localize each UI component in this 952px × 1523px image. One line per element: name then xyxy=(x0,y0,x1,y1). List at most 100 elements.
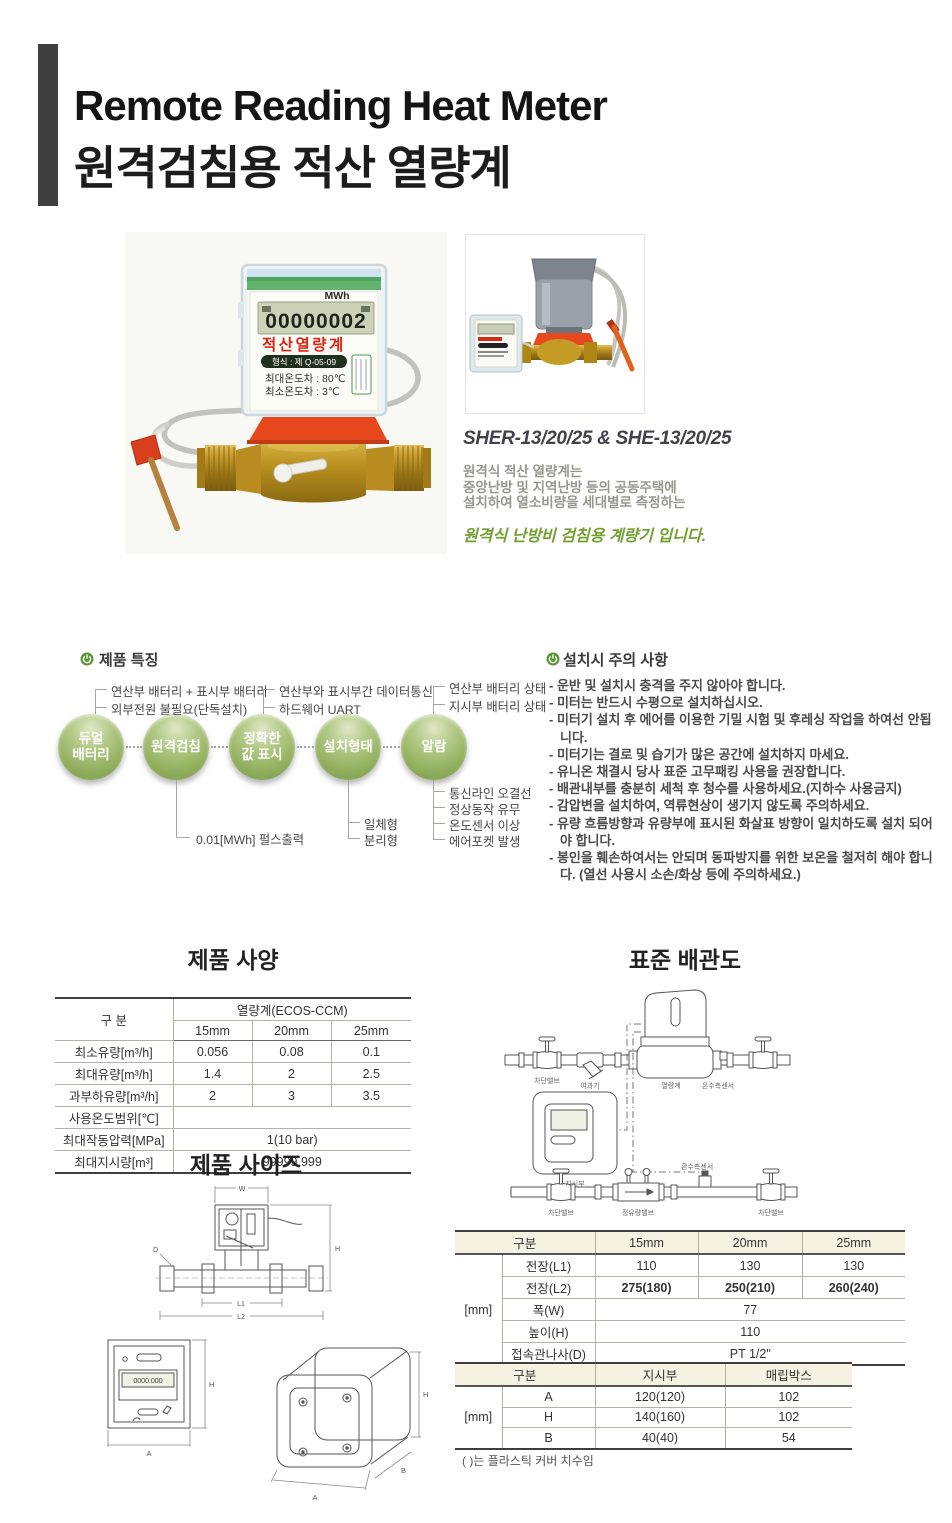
model-numbers: SHER-13/20/25 & SHE-13/20/25 xyxy=(463,428,732,449)
side-sticker xyxy=(351,354,372,395)
callout-line xyxy=(433,704,445,705)
callout-line xyxy=(433,823,445,824)
precautions-list: - 운반 및 설치시 충격을 주지 않아야 합니다. - 미터는 반드시 수평으… xyxy=(549,677,943,883)
cell: 3.5 xyxy=(330,1084,412,1107)
size-header: 15mm xyxy=(173,1020,253,1041)
dim-label-h: H xyxy=(209,1380,214,1389)
row-label: 전장(L2) xyxy=(502,1276,596,1299)
feature-callout: 연산부와 표시부간 데이터통신 xyxy=(279,685,433,699)
callout-line xyxy=(348,838,360,839)
header-accent-bar xyxy=(38,44,58,206)
feature-callout: 지시부 배터리 상태 xyxy=(449,700,547,714)
spec-col-group: 구 분 xyxy=(55,997,174,1041)
table-row: 구분 15mm 20mm 25mm xyxy=(455,1230,906,1255)
product-description: 원격식 적산 열량계는 중앙난방 및 지역난방 등의 공동주택에 설치하여 열소… xyxy=(463,464,685,511)
row-label: 높이(H) xyxy=(502,1320,596,1343)
page-title-ko: 원격검침용 적산 열량계 xyxy=(74,142,512,194)
unit-cell: [mm] xyxy=(455,1385,503,1449)
piping-title: 표준 배관도 xyxy=(628,947,742,973)
row-label: 과부하유량[m³/h] xyxy=(55,1084,174,1107)
description-line: 중앙난방 및 지역난방 등의 공동주택에 xyxy=(463,479,677,495)
cell: 250(210) xyxy=(697,1276,803,1299)
feature-callout: 0.01[MWh] 펄스출력 xyxy=(196,833,305,847)
heat-meter-illustration: MWh 00000002 적산열량계 형식 : 제 Q-05-09 최대온도차 … xyxy=(125,232,447,554)
unit-cell: [mm] xyxy=(455,1253,503,1366)
cell: 0.08 xyxy=(251,1040,332,1063)
cell: 0.056 xyxy=(172,1040,253,1063)
cell: 275(180) xyxy=(594,1276,699,1299)
col-header: 매립박스 xyxy=(724,1362,853,1387)
label-indicator: 지시부 xyxy=(565,1179,585,1188)
dim-label-h: H xyxy=(423,1390,428,1399)
feature-callout: 분리형 xyxy=(364,834,398,848)
flow-control-valve-symbol xyxy=(612,1168,665,1202)
row-label: B xyxy=(502,1427,596,1449)
power-icon xyxy=(546,652,560,666)
table-row: 최대작동압력[MPa]1(10 bar) xyxy=(55,1128,412,1151)
feature-callout: 정상동작 유무 xyxy=(449,803,521,817)
row-label: 최대지시량[m³] xyxy=(55,1150,174,1174)
dimension-table-indicator: 구분 지시부 매립박스 [mm] A 120(120) 102 H 140(16… xyxy=(455,1362,853,1450)
shutoff-valve-symbol xyxy=(748,1036,778,1069)
size-header: 15mm xyxy=(594,1230,699,1255)
feature-callout: 에어포켓 발생 xyxy=(449,835,521,849)
feature-callout: 외부전원 불필요(단독설치) xyxy=(111,703,248,717)
orange-sensor xyxy=(611,324,635,372)
label-strainer: 여과기 xyxy=(580,1081,599,1090)
feature-callout: 하드웨어 UART xyxy=(279,703,361,717)
table-row: H 140(160) 102 xyxy=(455,1406,853,1428)
callout-line xyxy=(263,689,275,690)
cell: 3 xyxy=(251,1084,332,1107)
row-label: A xyxy=(501,1385,596,1408)
connector xyxy=(383,746,400,748)
size-title: 제품 사이즈 xyxy=(189,1152,303,1178)
product-photo-main: MWh 00000002 적산열량계 형식 : 제 Q-05-09 최대온도차 … xyxy=(125,232,447,554)
power-icon xyxy=(80,652,94,666)
features-heading: 제품 특징 xyxy=(99,652,159,669)
cell: 130 xyxy=(697,1253,803,1277)
dim-label-l1: L1 xyxy=(237,1301,245,1308)
connector xyxy=(297,746,314,748)
label-flow-valve: 정유량밸브 xyxy=(622,1208,655,1217)
cell: 102 xyxy=(724,1385,853,1408)
feature-callout: 통신라인 오결선 xyxy=(449,787,532,801)
callout-line xyxy=(176,837,190,838)
callout-line xyxy=(263,689,264,714)
precaution-item: - 감압변을 설치하여, 역류현상이 생기지 않도록 주의하세요. xyxy=(549,798,870,814)
cell: 110 xyxy=(594,1320,906,1343)
cell: 102 xyxy=(724,1406,853,1428)
table-row: 15mm 20mm 25mm xyxy=(55,1020,412,1041)
table-row: [mm] 전장(L1) 110 130 130 xyxy=(455,1253,906,1366)
size-header: 20mm xyxy=(697,1230,803,1255)
unit-label: MWh xyxy=(324,290,349,302)
precaution-item: - 미터기는 결로 및 습기가 많은 공간에 설치하지 마세요. xyxy=(549,746,849,762)
type-approval-label: 형식 : 제 Q-05-09 xyxy=(272,357,336,367)
dim-label-l2: L2 xyxy=(237,1314,245,1321)
callout-line xyxy=(433,686,445,687)
feature-callout: 연산부 배터리 상태 xyxy=(449,682,547,696)
temperature-probe xyxy=(148,457,180,531)
label-supply-sensor: 온수측센서 xyxy=(702,1081,734,1090)
col-group-header: 구분 xyxy=(455,1230,596,1255)
cell: 99999.999 xyxy=(172,1150,412,1174)
page-title-en: Remote Reading Heat Meter xyxy=(74,82,608,129)
dim-label-h: H xyxy=(335,1246,340,1253)
pipe-thread-left xyxy=(205,445,236,491)
table-row: 전장(L2) 275(180) 250(210) 260(240) xyxy=(455,1276,906,1299)
connector xyxy=(126,746,142,748)
callout-line xyxy=(263,707,275,708)
min-temp-label: 최소온도차 : 3℃ xyxy=(265,386,340,398)
heat-meter-symbol xyxy=(628,989,728,1079)
spec-table: 구 분 열량계(ECOS-CCM) 15mm 20mm 25mm 최소유량[m³… xyxy=(55,997,412,1174)
label-heat-meter: 열량계 xyxy=(661,1081,680,1090)
callout-line xyxy=(348,822,360,823)
shutoff-valve-symbol xyxy=(756,1168,786,1201)
cell xyxy=(172,1106,412,1129)
callout-line xyxy=(433,686,434,714)
